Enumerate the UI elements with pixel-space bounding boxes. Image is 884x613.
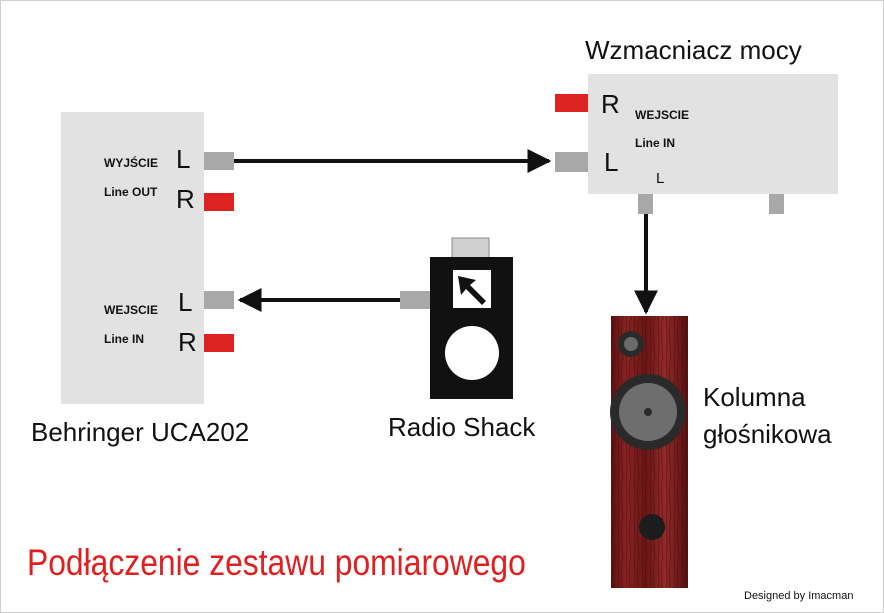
diagram-caption: Podłączenie zestawu pomiarowego bbox=[27, 542, 526, 583]
amplifier-in-r-jack bbox=[555, 94, 588, 112]
amplifier-in-r-label: R bbox=[601, 89, 620, 119]
behringer-in-r-jack bbox=[204, 334, 234, 352]
behringer-in-r-label: R bbox=[178, 327, 197, 357]
speaker-column bbox=[610, 316, 688, 588]
radio-shack-meter bbox=[400, 237, 513, 399]
speaker-name-line2: głośnikowa bbox=[703, 419, 832, 449]
meter-mic-cap bbox=[451, 237, 490, 259]
behringer-out-l-jack bbox=[204, 152, 234, 170]
behringer-out-l-label: L bbox=[176, 144, 191, 174]
behringer-in-l-label: L bbox=[178, 287, 193, 317]
behringer-output-sublabel: Line OUT bbox=[104, 185, 158, 199]
amplifier-in-l-label: L bbox=[604, 147, 619, 177]
behringer-device bbox=[61, 112, 234, 404]
behringer-box bbox=[61, 112, 204, 404]
amplifier-device bbox=[555, 74, 838, 214]
amplifier-name: Wzmacniacz mocy bbox=[585, 35, 802, 65]
behringer-name: Behringer UCA202 bbox=[31, 417, 250, 447]
amplifier-out-r-jack bbox=[769, 194, 784, 214]
amplifier-input-label: WEJSCIE bbox=[635, 108, 690, 122]
behringer-input-sublabel: Line IN bbox=[104, 332, 145, 346]
amplifier-out-l-jack bbox=[638, 194, 653, 214]
meter-jack bbox=[400, 291, 430, 309]
designer-credit: Designed by Imacman bbox=[744, 590, 854, 602]
meter-dial bbox=[445, 326, 499, 380]
bass-port bbox=[639, 514, 665, 540]
behringer-in-l-jack bbox=[204, 291, 234, 309]
amplifier-in-l-jack bbox=[555, 152, 588, 172]
behringer-out-r-jack bbox=[204, 193, 234, 211]
speaker-name-line1: Kolumna bbox=[703, 382, 806, 412]
meter-name: Radio Shack bbox=[388, 412, 536, 442]
behringer-input-label: WEJSCIE bbox=[104, 303, 159, 317]
meter-needle-icon bbox=[458, 276, 486, 305]
amplifier-input-sublabel: Line IN bbox=[635, 136, 676, 150]
amplifier-box bbox=[588, 74, 838, 194]
behringer-output-label: WYJŚCIE bbox=[104, 156, 159, 170]
amplifier-out-l-label: L bbox=[656, 170, 665, 187]
behringer-out-r-label: R bbox=[176, 184, 195, 214]
